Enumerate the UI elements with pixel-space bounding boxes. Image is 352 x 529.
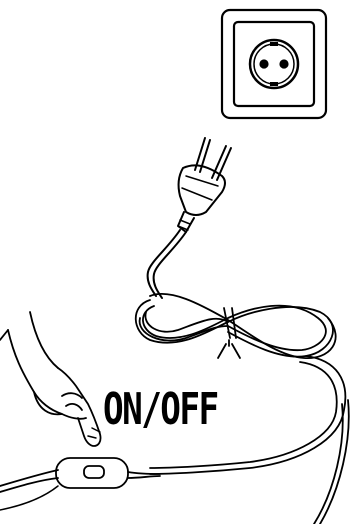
hand-icon xyxy=(0,312,101,446)
wall-socket-icon xyxy=(222,10,326,118)
coiled-cable-icon xyxy=(136,294,336,358)
on-off-label: ON/OFF xyxy=(103,388,218,432)
plug-icon xyxy=(178,138,231,232)
cable-lower xyxy=(150,356,349,524)
inline-switch-icon xyxy=(0,458,160,510)
cable xyxy=(148,230,186,298)
